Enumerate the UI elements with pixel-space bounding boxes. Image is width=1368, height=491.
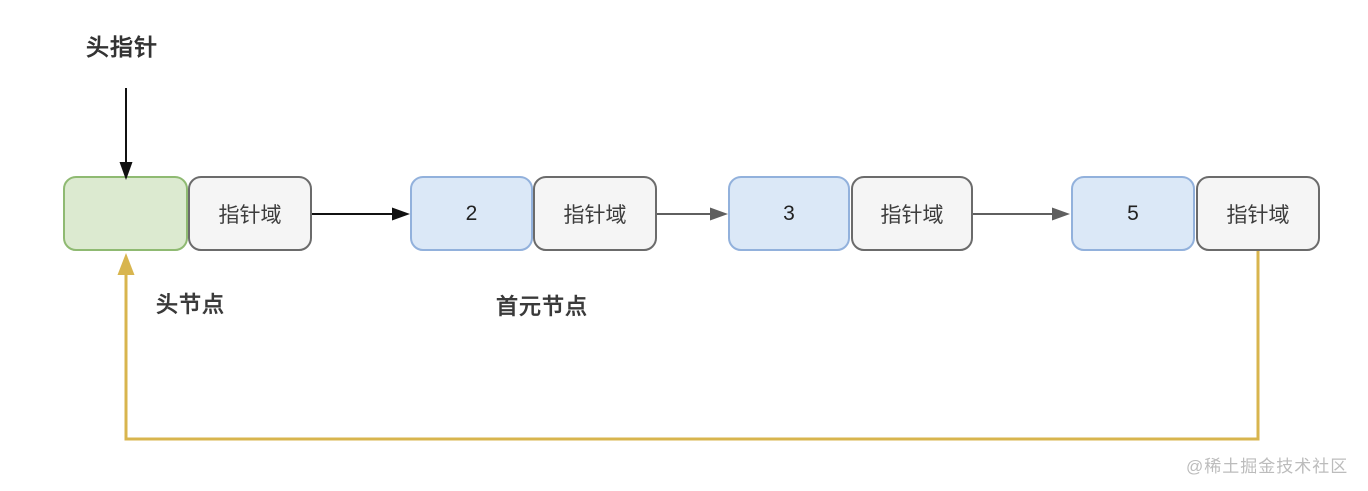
head-pointer-label: 头指针 bbox=[86, 34, 158, 60]
node-2-data-box: 2 bbox=[410, 176, 533, 251]
node-5-pointer-box: 指针域 bbox=[1196, 176, 1320, 251]
link-arrow-3-to-5 bbox=[973, 207, 1070, 221]
head-node-label: 头节点 bbox=[156, 292, 226, 317]
link-arrow-head-to-2 bbox=[312, 207, 410, 221]
head-node-data-box bbox=[63, 176, 188, 251]
node-2-pointer-box: 指针域 bbox=[533, 176, 657, 251]
node-3-data-box: 3 bbox=[728, 176, 850, 251]
node-5-data-box: 5 bbox=[1071, 176, 1195, 251]
node-3-pointer-box: 指针域 bbox=[851, 176, 973, 251]
circular-loop-arrow bbox=[117, 251, 1260, 441]
head-node-pointer-box: 指针域 bbox=[188, 176, 312, 251]
watermark: @稀土掘金技术社区 bbox=[1186, 457, 1349, 476]
head-pointer-arrow bbox=[119, 88, 133, 180]
link-arrow-2-to-3 bbox=[657, 207, 728, 221]
first-element-node-label: 首元节点 bbox=[496, 294, 589, 319]
